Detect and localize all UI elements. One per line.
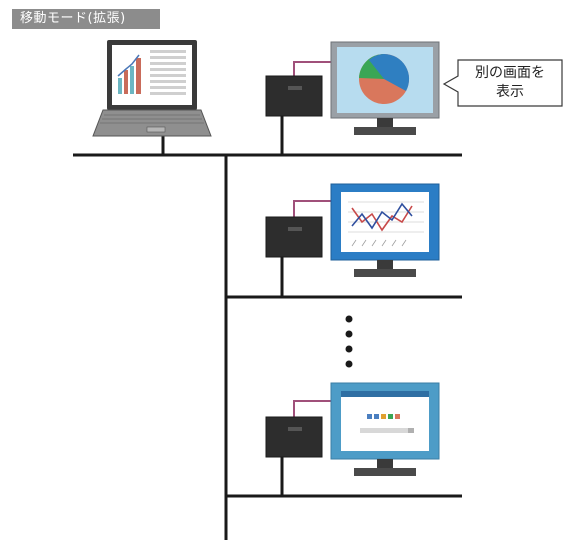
laptop-icon — [92, 40, 212, 137]
vertical-ellipsis-icon — [345, 315, 353, 368]
monitor-pie-chart-icon — [330, 41, 440, 135]
monitor-webpage-icon — [330, 382, 440, 476]
receiver-device-icon — [265, 61, 334, 117]
receiver-device-icon — [265, 400, 334, 458]
network-lines — [73, 115, 462, 540]
callout-text: 別の画面を 表示 — [461, 64, 559, 102]
callout-line-1: 別の画面を — [475, 65, 545, 81]
callout-bubble — [442, 59, 563, 107]
monitor-line-chart-icon — [330, 183, 440, 277]
mode-label: 移動モード(拡張) — [12, 9, 160, 29]
receiver-device-icon — [265, 200, 334, 258]
callout-line-2: 表示 — [496, 84, 524, 100]
